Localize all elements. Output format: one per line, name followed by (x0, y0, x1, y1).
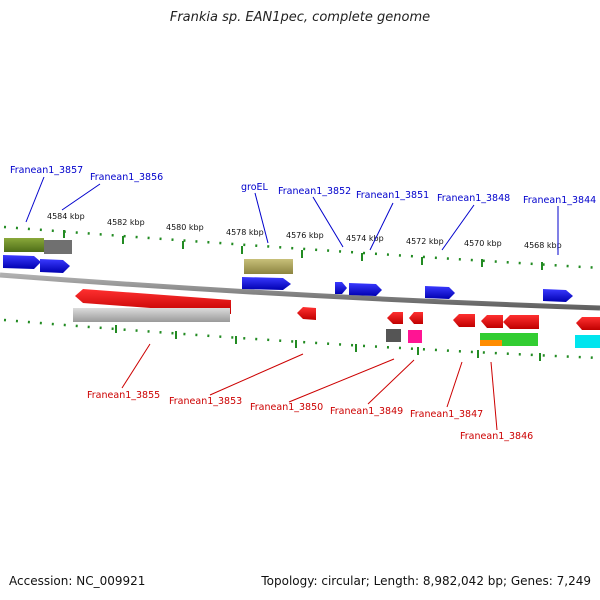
gene-label-bottom[interactable]: Franean1_3847 (410, 409, 483, 420)
scale-label: 4570 kbp (464, 239, 502, 248)
forward-gene-arrow[interactable] (543, 289, 573, 302)
gene-label-top[interactable]: Franean1_3852 (278, 186, 351, 197)
feature-block-dark (386, 329, 401, 342)
scale-label: 4584 kbp (47, 212, 85, 221)
forward-gene-arrow[interactable] (349, 283, 382, 296)
reverse-gene-arrow[interactable] (387, 312, 403, 324)
scale-label: 4582 kbp (107, 218, 145, 227)
bottom-label-connectors (121, 343, 498, 431)
feature-block-khaki (244, 259, 293, 274)
forward-gene-arrow[interactable] (40, 259, 70, 273)
scale-label: 4580 kbp (166, 223, 204, 232)
map-title: Frankia sp. EAN1pec, complete genome (169, 10, 431, 25)
gene-label-top[interactable]: Franean1_3848 (437, 193, 510, 204)
topology-text: Topology: circular; Length: 8,982,042 bp… (261, 574, 591, 588)
feature-block-grey (44, 240, 72, 254)
gene-label-bottom[interactable]: Franean1_3850 (250, 402, 323, 413)
accession-text: Accession: NC_009921 (9, 574, 146, 588)
gene-label-top[interactable]: Franean1_3857 (10, 165, 83, 176)
reverse-gene-arrow[interactable] (503, 315, 539, 329)
scale-label: 4572 kbp (406, 237, 444, 246)
reverse-gene-arrow[interactable] (297, 307, 316, 320)
scale-label: 4574 kbp (346, 234, 384, 243)
scale-label: 4576 kbp (286, 231, 324, 240)
gene-label-bottom[interactable]: Franean1_3853 (169, 396, 242, 407)
lower-major-ticks (115, 325, 541, 361)
reverse-genes (75, 289, 600, 330)
gene-label-top[interactable]: Franean1_3856 (90, 172, 163, 183)
gene-label-top[interactable]: Franean1_3844 (523, 195, 596, 206)
feature-block-orange (480, 340, 502, 346)
reverse-gene-arrow[interactable] (481, 315, 503, 328)
feature-block-cyan (575, 335, 600, 348)
feature-block-magenta (408, 330, 422, 343)
gene-label-bottom[interactable]: Franean1_3855 (87, 390, 160, 401)
upper-major-ticks (63, 230, 543, 270)
gene-label-top[interactable]: groEL (241, 182, 269, 193)
forward-gene-arrow[interactable] (242, 277, 291, 290)
gene-label-bottom[interactable]: Franean1_3849 (330, 406, 403, 417)
forward-gene-arrow[interactable] (425, 286, 455, 299)
reverse-gene-arrow[interactable] (453, 314, 475, 327)
feature-block-grey-long (73, 308, 230, 322)
reverse-gene-arrow[interactable] (409, 312, 423, 324)
feature-block-olive (4, 238, 44, 252)
reverse-gene-arrow[interactable] (576, 317, 600, 330)
forward-genes (3, 255, 573, 302)
scale-label: 4568 kbp (524, 241, 562, 250)
forward-gene-arrow[interactable] (335, 282, 347, 294)
gene-label-top[interactable]: Franean1_3851 (356, 190, 429, 201)
top-label-connectors (25, 176, 559, 255)
scale-label: 4578 kbp (226, 228, 264, 237)
reverse-gene-arrow[interactable] (75, 289, 231, 314)
genome-backbone (0, 272, 600, 311)
forward-gene-arrow[interactable] (3, 255, 41, 269)
gene-label-bottom[interactable]: Franean1_3846 (460, 431, 533, 442)
